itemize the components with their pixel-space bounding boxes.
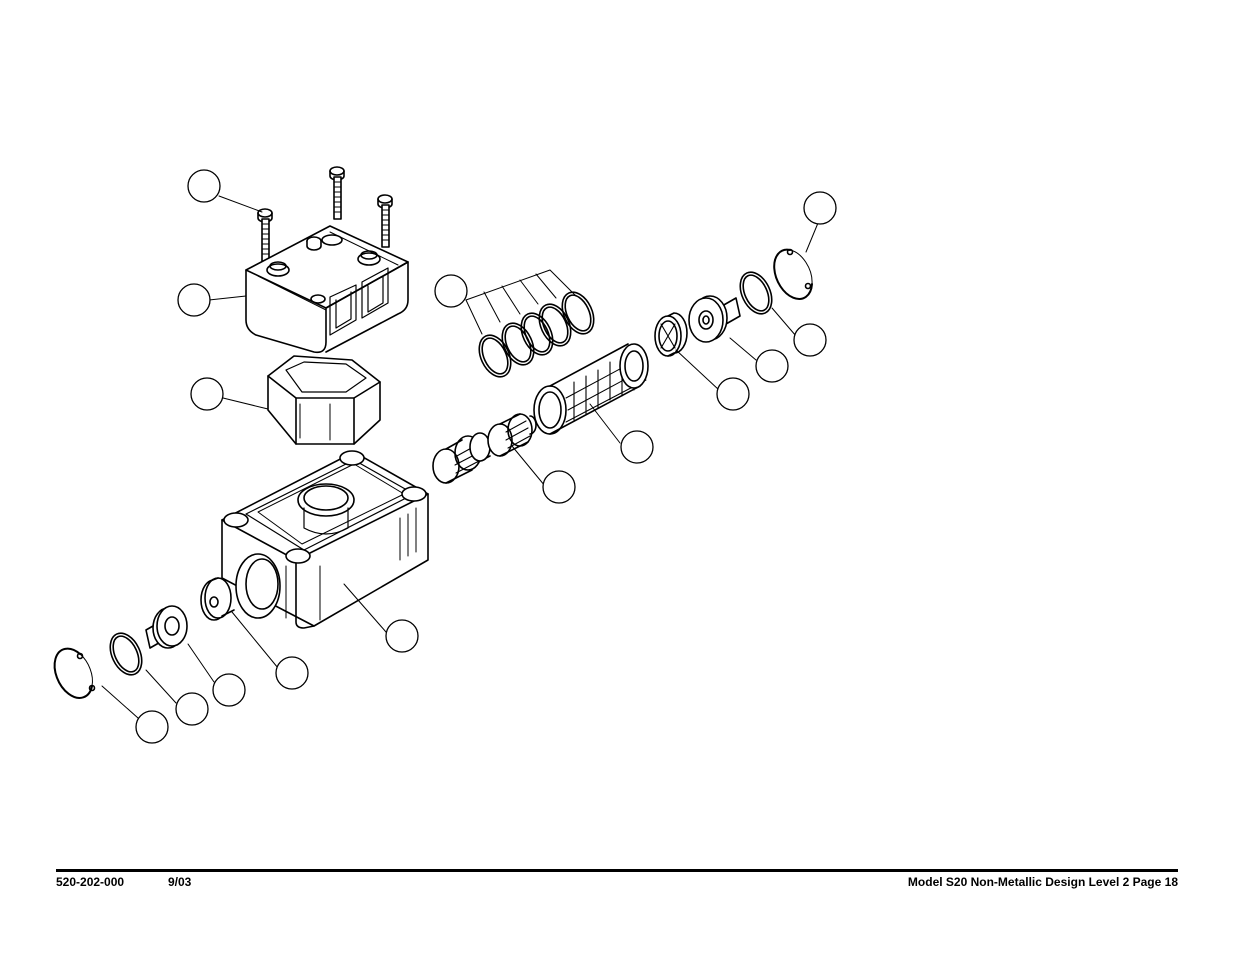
retaining-ring-icon: [53, 647, 96, 699]
o-ring-icon: [561, 291, 595, 335]
callout-balloon: [542, 470, 576, 504]
o-ring-icon: [109, 632, 143, 676]
callout-balloon: [275, 656, 309, 690]
callout-balloon: [187, 169, 221, 203]
footer-rule: [56, 869, 1178, 872]
callout-balloons: [135, 169, 837, 744]
leader-lines: [101, 195, 819, 719]
document-number: 520-202-000: [56, 875, 125, 889]
spool-icon: [432, 413, 537, 484]
callout-balloon: [716, 377, 750, 411]
center-body-housing-icon: [221, 450, 429, 629]
bumper-icon: [654, 312, 688, 357]
sleeve-icon: [533, 343, 649, 435]
callout-balloon: [190, 377, 224, 411]
callout-balloon: [135, 710, 169, 744]
callout-balloon: [793, 323, 827, 357]
screw-icon: [329, 166, 345, 220]
o-ring-icon: [520, 312, 554, 356]
callout-balloon: [755, 349, 789, 383]
screw-icon: [306, 236, 322, 251]
o-ring-icon: [478, 334, 512, 378]
end-cap-icon: [688, 295, 741, 343]
callout-balloon: [620, 430, 654, 464]
o-ring-icon: [739, 271, 773, 315]
screw-icon: [257, 208, 273, 262]
callout-balloon: [175, 692, 209, 726]
gasket-icon: [267, 355, 381, 445]
callout-balloon: [177, 283, 211, 317]
o-ring-icon: [501, 322, 535, 366]
document-date: 9/03: [168, 875, 192, 889]
screw-icon: [377, 194, 393, 248]
bumper-icon: [200, 577, 235, 621]
end-cap-icon: [145, 605, 188, 649]
o-ring-icon: [538, 303, 572, 347]
callout-balloon: [212, 673, 246, 707]
callout-balloon: [434, 274, 468, 308]
page-label: Model S20 Non-Metallic Design Level 2 Pa…: [907, 875, 1178, 889]
callout-balloon: [385, 619, 419, 653]
retaining-ring-icon: [773, 248, 813, 300]
valve-body-cap-icon: [245, 225, 409, 354]
callout-balloon: [803, 191, 837, 225]
